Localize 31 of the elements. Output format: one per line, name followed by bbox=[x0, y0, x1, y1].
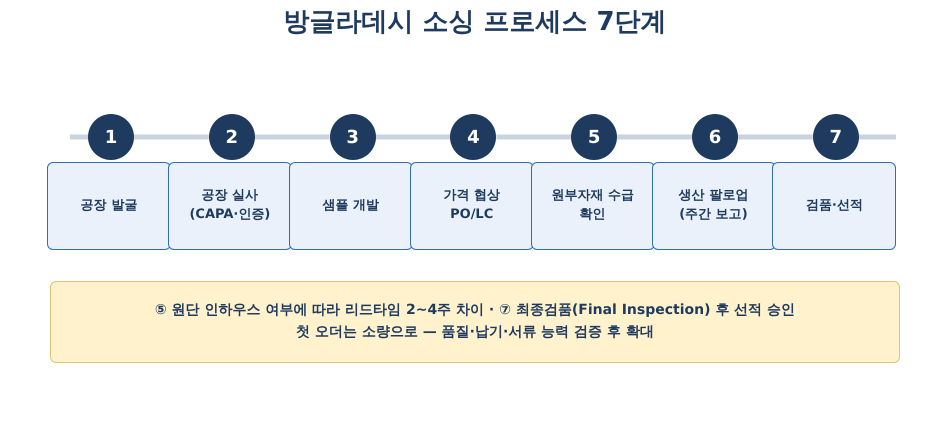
connector-line bbox=[376, 134, 450, 140]
connector-line bbox=[617, 134, 692, 140]
step-label: 원부자재 수급 확인 bbox=[550, 187, 635, 224]
step-box bbox=[288, 162, 413, 250]
step-box bbox=[47, 162, 171, 250]
step-number-circle: 7 bbox=[812, 114, 859, 160]
step-number-circle: 4 bbox=[450, 114, 496, 160]
step-number-circle: 5 bbox=[571, 114, 618, 160]
step-box bbox=[410, 162, 534, 250]
step-number-circle: 3 bbox=[330, 114, 376, 160]
step-label: 가격 협상 PO/LC bbox=[442, 187, 501, 224]
title: 방글라데시 소싱 프로세스 7단계 bbox=[282, 6, 668, 39]
connector-line bbox=[738, 134, 813, 140]
connector-line bbox=[496, 134, 572, 140]
note-text: 첫 오더는 소량으로 — 품질·납기·서류 능력 검증 후 확대 bbox=[296, 323, 654, 342]
step-box bbox=[168, 162, 292, 250]
step-number-circle: 2 bbox=[208, 114, 255, 160]
step-number-circle: 6 bbox=[692, 114, 738, 160]
step-box bbox=[772, 162, 896, 250]
note-text: ⑤ 원단 인하우스 여부에 따라 리드타임 2~4주 차이 · ⑦ 최종검품(Final Inspection) 후 선적 승인 bbox=[154, 301, 796, 320]
connector-line bbox=[134, 134, 209, 140]
step-label: 공장 발굴 bbox=[80, 196, 138, 215]
step-label: 공장 실사 (CAPA·인증) bbox=[188, 187, 272, 224]
step-box bbox=[652, 162, 776, 250]
step-label: 생산 팔로업 (주간 보고) bbox=[678, 187, 750, 224]
step-number-circle: 1 bbox=[88, 114, 134, 160]
note-box bbox=[50, 281, 900, 363]
connector-line bbox=[254, 134, 330, 140]
step-label: 샘플 개발 bbox=[322, 196, 380, 215]
step-label: 검품·선적 bbox=[804, 196, 864, 215]
step-box bbox=[530, 162, 655, 250]
